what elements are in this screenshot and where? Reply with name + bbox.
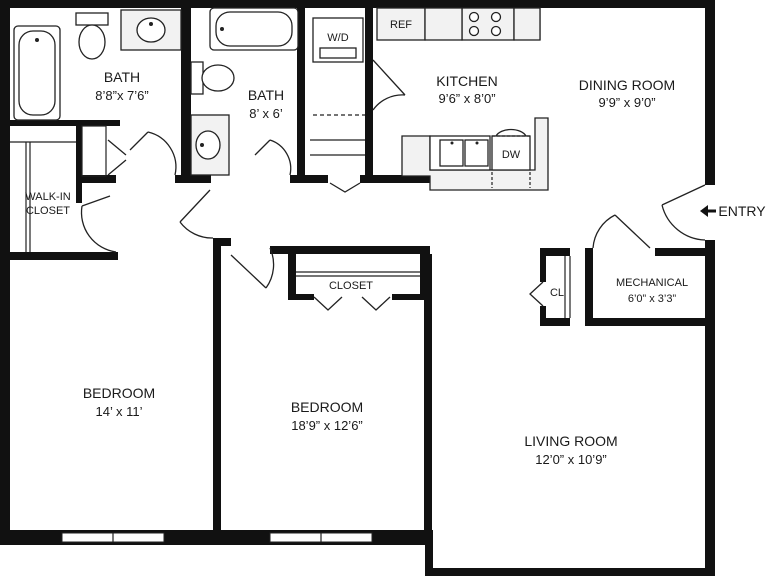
sink-icon [439,139,464,167]
door-laundry [329,182,361,193]
labels: BATH 8’8”x 7’6” BATH 8’ x 6’ KITCHEN 9’6… [25,19,766,467]
toilet-icon [190,61,204,95]
toilet-icon [75,12,109,26]
door-linen [107,139,127,176]
bath1-dims: 8’8”x 7’6” [95,88,148,103]
door-closet [313,296,391,311]
door-bath2 [254,139,292,176]
entry-label: ENTRY [718,203,766,219]
entry-arrow-icon [700,205,716,217]
walkin-name-line1: WALK-IN [25,191,70,203]
refrigerator-icon [376,7,426,41]
bedroom2-dims: 18’9” x 12’6” [291,418,363,433]
windows [61,532,373,543]
door-mechanical [592,214,651,249]
door-bath1 [129,131,177,176]
door-pantry [372,59,406,111]
bath1-name: BATH [104,69,140,85]
door-entry [661,184,706,241]
walkin-name-line2: CLOSET [26,205,70,217]
door-hall [179,189,214,239]
cl-name: CL [550,287,564,299]
dishwasher-label: DW [502,149,521,161]
washer-dryer-label: W/D [327,32,348,44]
bath2-name: BATH [248,87,284,103]
living-dims: 12’0” x 10’9” [535,452,607,467]
sink-icon [120,9,182,51]
bedroom2-name: BEDROOM [291,399,363,415]
living-name: LIVING ROOM [524,433,617,449]
kitchen-dims: 9’6” x 8’0” [438,91,495,106]
interior-walls [10,8,710,538]
closet-name: CLOSET [329,280,373,292]
dining-name: DINING ROOM [579,77,675,93]
door-bedroom2 [230,247,275,289]
mechanical-dims: 6’0” x 3’3” [628,293,677,305]
door-cl [529,281,544,307]
bedroom1-dims: 14’ x 11’ [96,404,143,419]
fixtures [13,7,549,191]
bedroom1-name: BEDROOM [83,385,155,401]
doors [80,59,706,311]
dishwasher-icon [491,135,531,171]
stove-icon [461,7,515,41]
refrigerator-label: REF [390,19,412,31]
dining-dims: 9’9” x 9’0” [598,95,655,110]
mechanical-name: MECHANICAL [616,277,688,289]
bath2-dims: 8’ x 6’ [249,106,283,121]
kitchen-name: KITCHEN [436,73,497,89]
door-walkin [80,195,117,253]
